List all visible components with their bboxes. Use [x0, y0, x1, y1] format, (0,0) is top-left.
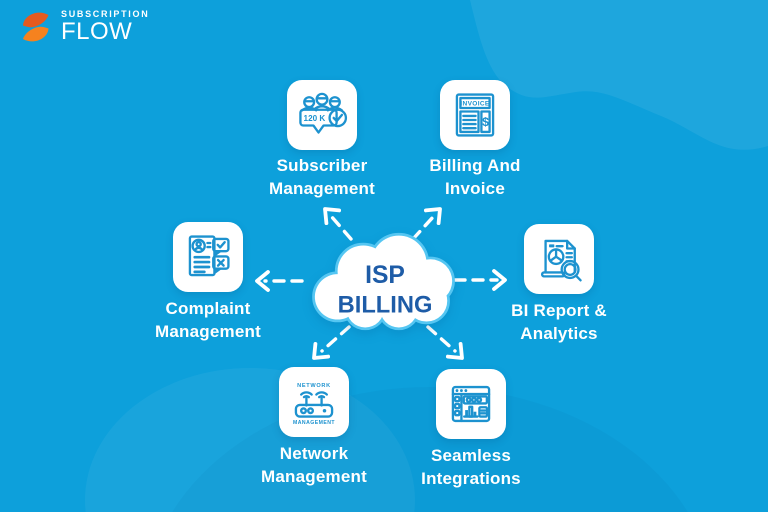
subscriber-count-badge: 120 K — [304, 114, 326, 123]
label-billing-invoice: Billing And Invoice — [429, 156, 521, 199]
label-bi-report-analytics: BI Report & Analytics — [511, 301, 607, 344]
brand-name-top: SUBSCRIPTION — [61, 8, 150, 19]
router-network-text: NETWORK — [297, 383, 331, 389]
cloud-title-line2: BILLING — [338, 293, 433, 319]
bottom-left-light-circle — [85, 368, 415, 512]
card-bi-report-analytics — [524, 224, 594, 294]
card-billing-invoice: INVOICE $ — [440, 80, 510, 150]
card-subscriber-management: 120 K — [287, 80, 357, 150]
subscriptionflow-swirl-icon — [23, 12, 49, 42]
card-network-management: NETWORK MANAGEMENT — [279, 367, 349, 437]
dashboard-widgets-icon — [451, 385, 491, 423]
report-magnifier-icon — [540, 239, 582, 282]
center-cloud: ISP BILLING — [304, 225, 466, 343]
brand-name-bottom: FLOW — [61, 17, 133, 45]
invoice-header-text: INVOICE — [460, 101, 490, 108]
brand-logo: SUBSCRIPTION FLOW — [14, 7, 149, 47]
label-subscriber-management: Subscriber Management — [269, 156, 375, 199]
label-complaint-management: Complaint Management — [155, 299, 261, 342]
cloud-title-line1: ISP — [365, 262, 405, 289]
brand-name: SUBSCRIPTION FLOW — [61, 8, 150, 45]
subscribers-badge-icon: 120 K — [299, 92, 348, 134]
card-seamless-integrations — [436, 369, 506, 439]
cloud-shape-icon: ISP BILLING — [312, 232, 455, 331]
invoice-dollar-sign: $ — [482, 115, 489, 129]
invoice-document-icon: INVOICE $ — [455, 93, 495, 137]
label-network-management: Network Management — [261, 444, 367, 487]
router-management-text: MANAGEMENT — [293, 420, 335, 426]
wifi-router-icon: NETWORK MANAGEMENT — [293, 383, 335, 426]
card-complaint-management — [173, 222, 243, 292]
top-right-wave — [470, 0, 768, 150]
dashed-arrow-left — [255, 270, 304, 292]
complaint-doc-check-cross-icon — [188, 235, 230, 277]
label-seamless-integrations: Seamless Integrations — [421, 446, 521, 489]
